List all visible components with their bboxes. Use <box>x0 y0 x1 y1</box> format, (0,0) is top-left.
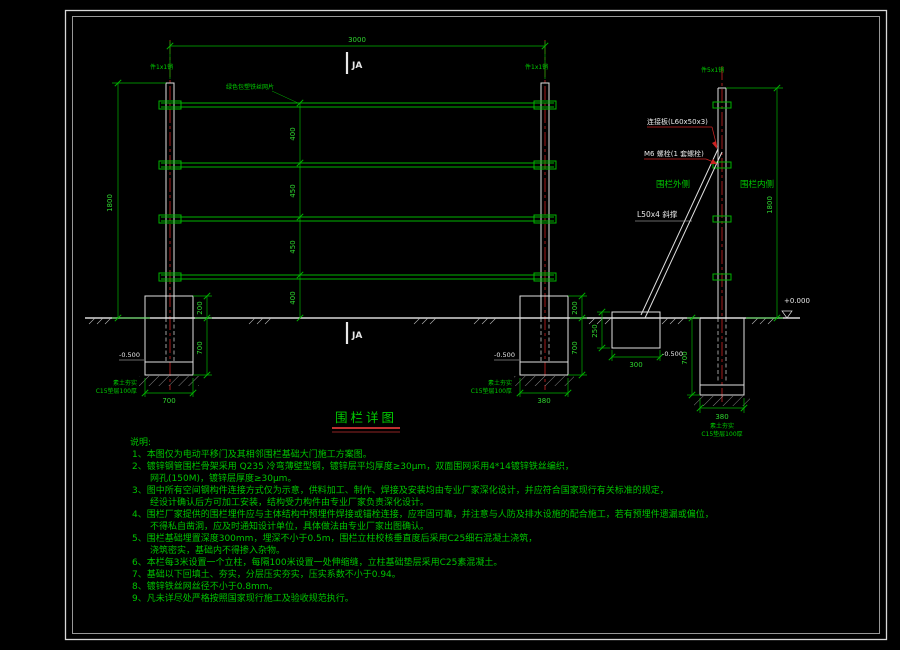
bedding-label: C15垫层100厚 <box>471 387 512 395</box>
post-tag-right: 件1x1销 <box>525 63 548 71</box>
note-line: 6、本栏每3米设置一个立柱，每隔100米设置一处伸缩缝，立柱基础垫层采用C25素… <box>132 556 502 568</box>
brace-label: L50x4 斜撑 <box>635 209 692 222</box>
svg-text:JA: JA <box>351 331 362 341</box>
note-line: 浇筑密实，基础内不得掺入杂物。 <box>150 544 285 556</box>
dim-rail-4: 400 <box>289 291 297 304</box>
embedded-post-dashed <box>165 318 727 383</box>
note-line: 4、围栏厂家提供的围栏埋件应与主体结构中预埋件焊接或锚栓连接，应牢固可靠，并注意… <box>132 508 714 520</box>
foundation-left <box>139 295 199 386</box>
drawing-title-block: 围栏详图 <box>332 410 400 433</box>
callout-plate: 连接板(L60x50x3) <box>647 117 718 149</box>
note-line: 经设计确认后方可加工安装，结构受力构件由专业厂家负责深化设计。 <box>150 496 429 508</box>
note-line: 1、本图仅为电动平移门及其相邻围栏基础大门施工方案图。 <box>132 448 372 460</box>
note-line: 5、围栏基础埋置深度300mm，埋深不小于0.5m，围栏立柱校核垂直度后采用C2… <box>132 532 537 544</box>
leader-arrow <box>712 141 717 149</box>
brace-footing <box>611 311 661 349</box>
drawing-frame <box>64 9 888 641</box>
level-symbol <box>781 310 793 319</box>
side-post-foundation <box>694 317 750 406</box>
dim-rail-1: 400 <box>289 127 297 140</box>
dim-height-right: 1800 <box>766 196 774 214</box>
dim-side-footing-width: 380 <box>715 413 728 421</box>
level-side-minus: -0.500 <box>662 350 683 358</box>
post-tag-side: 件5x1销 <box>701 66 724 74</box>
dim-span: 3000 <box>348 36 366 44</box>
dim-rail-2: 450 <box>289 184 297 197</box>
bedding-label: C15垫层100厚 <box>701 430 742 438</box>
svg-text:L50x4 斜撑: L50x4 斜撑 <box>637 209 678 219</box>
outside-label: 围栏外侧 <box>656 179 690 190</box>
mesh-leader <box>271 90 299 104</box>
fence-rails <box>158 100 732 282</box>
soil-label: 素土夯实 <box>113 379 137 387</box>
level-left: -0.500 <box>119 351 140 359</box>
dim-brace-footing-width: 300 <box>629 361 642 369</box>
dim-found-right-top: 200 <box>571 301 579 314</box>
dim-found-left-depth: 700 <box>196 341 204 354</box>
diagonal-brace <box>640 148 723 319</box>
mesh-label: 绿色包塑铁丝网片 <box>226 83 274 91</box>
post-tag-left: 件1x1销 <box>150 63 173 71</box>
inside-label: 围栏内侧 <box>740 179 774 190</box>
ground-line <box>85 317 800 325</box>
dim-found-right-width: 380 <box>537 397 550 405</box>
fence-post <box>165 82 727 319</box>
soil-label: 素土夯实 <box>488 379 512 387</box>
note-line: 8、镀锌铁丝网丝径不小于0.8mm。 <box>132 580 278 592</box>
note-line: 7、基础以下回填土、夯实，分层压实夯实，压实系数不小于0.94。 <box>132 568 401 580</box>
callout-bolt: M6 螺栓(1 套螺栓) <box>644 149 717 164</box>
soil-label: 素土夯实 <box>710 422 734 430</box>
foundation-right <box>514 295 574 386</box>
dim-rail-3: 450 <box>289 240 297 253</box>
svg-text:JA: JA <box>351 61 362 71</box>
note-line: 2、镀锌钢管围栏骨架采用 Q235 冷弯薄壁型钢，镀锌层平均厚度≥30μm，双面… <box>132 460 574 472</box>
dim-found-right-depth: 700 <box>571 341 579 354</box>
svg-text:M6 螺栓(1 套螺栓): M6 螺栓(1 套螺栓) <box>644 149 704 158</box>
dim-height-left: 1800 <box>106 194 114 212</box>
note-line: 不得私自凿洞，应及时通知设计单位，具体做法由专业厂家出图确认。 <box>150 520 429 532</box>
level-right: -0.500 <box>494 351 515 359</box>
note-line: 网孔(150M)，镀锌层厚度≥30μm。 <box>150 472 296 484</box>
leader-arrow <box>710 159 717 164</box>
level-zero: +0.000 <box>784 297 810 305</box>
notes-header: 说明: <box>130 436 151 448</box>
dim-side-footing-depth: 700 <box>681 351 689 364</box>
soil-labels: 素土夯实 C15垫层100厚 素土夯实 C15垫层100厚 素土夯实 C15垫层… <box>96 379 743 438</box>
dim-found-left-width: 700 <box>162 397 175 405</box>
section-marker-top: JA <box>345 52 362 74</box>
level-annotations: -0.500 -0.500 -0.500 +0.000 <box>119 297 810 361</box>
note-line: 3、图中所有空间钢构件连接方式仅为示意，供料加工、制作、焊接及安装均由专业厂家深… <box>132 484 669 496</box>
svg-text:连接板(L60x50x3): 连接板(L60x50x3) <box>647 117 708 126</box>
bedding-label: C15垫层100厚 <box>96 387 137 395</box>
dim-brace-footing-depth: 250 <box>591 324 599 337</box>
notes-block: 说明: 1、本图仅为电动平移门及其相邻围栏基础大门施工方案图。 2、镀锌钢管围栏… <box>130 436 714 604</box>
note-line: 9、凡未详尽处严格按照国家现行施工及验收规范执行。 <box>132 592 354 604</box>
drawing-title: 围栏详图 <box>335 410 397 425</box>
dim-found-left-top: 200 <box>196 301 204 314</box>
section-marker-bottom: JA <box>345 322 362 344</box>
